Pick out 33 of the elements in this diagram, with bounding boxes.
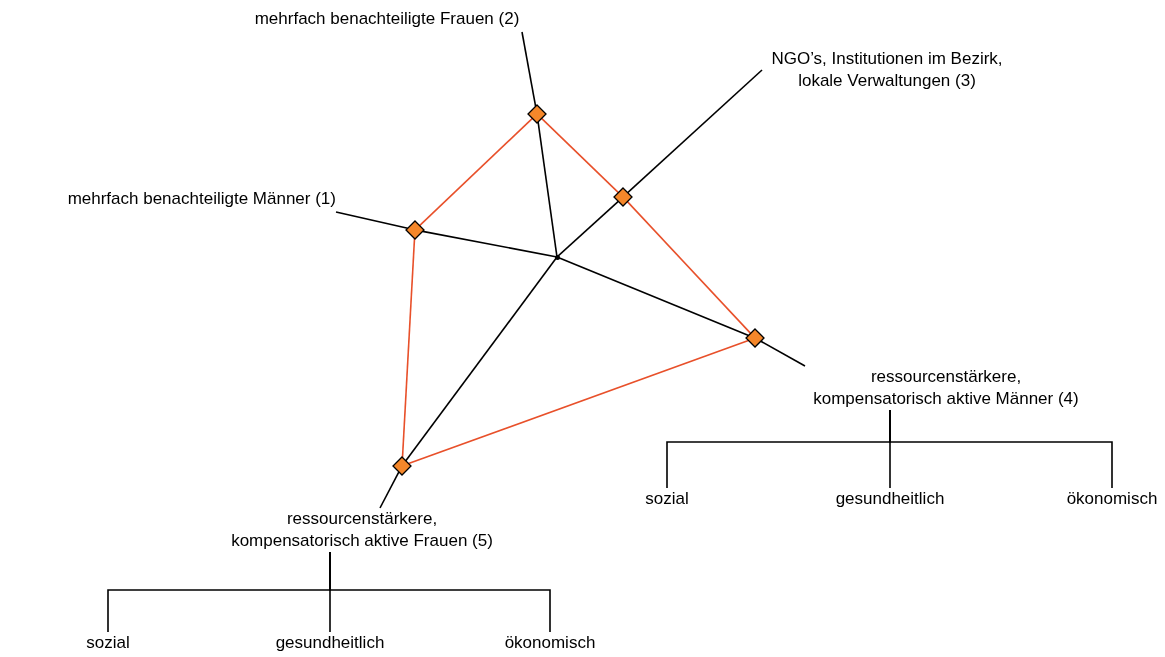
diamond-marker bbox=[527, 104, 547, 124]
axis-line bbox=[335, 211, 409, 230]
axis-line bbox=[521, 31, 537, 108]
axis-line bbox=[760, 340, 806, 367]
axis-label: mehrfach benachteiligte Frauen (2) bbox=[217, 8, 557, 30]
axis-label: mehrfach benachteiligte Männer (1) bbox=[10, 188, 336, 210]
bracket-line bbox=[889, 409, 1113, 489]
polygon-edge bbox=[540, 117, 620, 194]
category-label: gesundheitlich bbox=[815, 488, 965, 510]
junction-point bbox=[554, 254, 560, 260]
category-label: ökonomisch bbox=[495, 632, 605, 654]
axis-line bbox=[556, 200, 620, 258]
polygon-edge bbox=[418, 117, 534, 227]
axis-label: ressourcenstärkere, kompensatorisch aktive Frauen (5) bbox=[224, 508, 500, 552]
diamond-marker bbox=[392, 456, 412, 476]
category-label: ökonomisch bbox=[1062, 488, 1162, 510]
axis-line bbox=[405, 256, 558, 462]
diamond-marker bbox=[405, 220, 425, 240]
axis-line bbox=[537, 121, 558, 258]
polygon-edge bbox=[401, 237, 416, 459]
bracket-line bbox=[329, 551, 551, 633]
axis-label: NGO’s, Institutionen im Bezirk, lokale Verwaltungen (3) bbox=[762, 48, 1012, 92]
axis-line bbox=[626, 69, 763, 194]
category-label: sozial bbox=[607, 488, 727, 510]
category-label: gesundheitlich bbox=[255, 632, 405, 654]
axis-line bbox=[421, 230, 558, 258]
axis-label: ressourcenstärkere, kompensatorisch aktive Männer (4) bbox=[808, 366, 1084, 410]
diamond-marker bbox=[745, 328, 765, 348]
category-label: sozial bbox=[53, 632, 163, 654]
polygon-edge bbox=[626, 200, 752, 335]
axis-line bbox=[379, 471, 400, 509]
diamond-marker bbox=[613, 187, 633, 207]
polygon-edge bbox=[407, 339, 750, 465]
